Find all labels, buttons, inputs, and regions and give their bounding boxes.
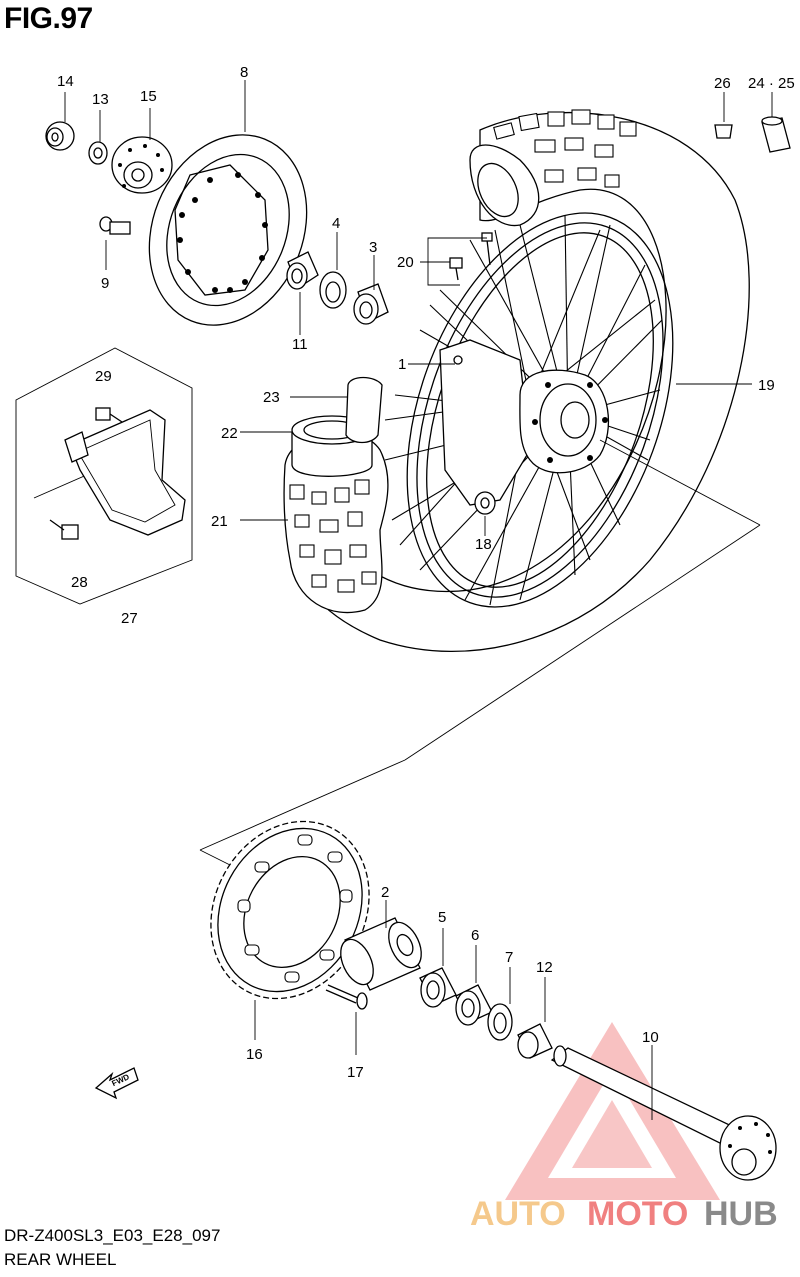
callout-labels: 14 13 15 8 9 4 3 11 26 24 · 25 20 1 19 2… — [57, 64, 795, 1081]
callout-13: 13 — [92, 91, 109, 108]
callout-10: 10 — [642, 1029, 659, 1046]
bolt-9 — [99, 216, 131, 270]
hub-flange-15 — [111, 108, 173, 194]
callout-18: 18 — [475, 536, 492, 553]
callout-21: 21 — [211, 513, 228, 530]
callout-20: 20 — [397, 254, 414, 271]
callout-28: 28 — [71, 574, 88, 591]
callout-22: 22 — [221, 425, 238, 442]
section-name: REAR WHEEL — [4, 1250, 117, 1269]
collar-12 — [517, 977, 553, 1059]
callout-9: 9 — [101, 275, 109, 292]
rim-band-23 — [290, 376, 383, 444]
callout-23: 23 — [263, 389, 280, 406]
callout-17: 17 — [347, 1064, 364, 1081]
chain-guard-box — [15, 347, 193, 605]
figure-title: FIG.97 — [4, 2, 93, 35]
forward-arrow-icon: FWD — [94, 1067, 139, 1100]
watermark-logo — [505, 1022, 720, 1200]
valve-cap-26 — [714, 92, 733, 139]
callout-26: 26 — [714, 75, 731, 92]
watermark-auto: AUTO — [470, 1195, 566, 1233]
rear-wheel-assembly — [284, 109, 752, 652]
watermark-moto: MOTO — [587, 1195, 688, 1233]
spacer-11 — [286, 251, 319, 335]
brake-disc-8 — [148, 80, 308, 326]
callout-7: 7 — [505, 949, 513, 966]
callout-2: 2 — [381, 884, 389, 901]
callout-11: 11 — [292, 336, 308, 353]
tire-tube-21 — [240, 431, 389, 614]
callout-27: 27 — [121, 610, 138, 627]
nut-14 — [45, 92, 75, 151]
callout-8: 8 — [240, 64, 248, 81]
washer-13 — [88, 110, 108, 165]
bearing-6 — [455, 945, 493, 1026]
model-code: DR-Z400SL3_E03_E28_097 — [4, 1226, 221, 1245]
callout-12: 12 — [536, 959, 553, 976]
bearing-3 — [353, 255, 389, 325]
sprocket-bolt-17 — [325, 984, 368, 1055]
callout-14: 14 — [57, 73, 74, 90]
oil-seal-4 — [319, 232, 347, 309]
rim-lock-24-25 — [761, 92, 791, 153]
axle-10 — [550, 1045, 777, 1181]
callout-24-25: 24 · 25 — [748, 75, 795, 92]
callout-6: 6 — [471, 927, 479, 944]
callout-5: 5 — [438, 909, 446, 926]
callout-1: 1 — [398, 356, 406, 373]
callout-16: 16 — [246, 1046, 263, 1063]
callout-19: 19 — [758, 377, 775, 394]
bearing-5 — [419, 928, 457, 1008]
spacer-2 — [340, 900, 422, 991]
callout-15: 15 — [140, 88, 157, 105]
watermark-hub: HUB — [704, 1195, 778, 1233]
callout-4: 4 — [332, 215, 340, 232]
watermark-text: AUTO MOTO HUB — [470, 1195, 778, 1233]
callout-3: 3 — [369, 239, 377, 256]
oil-seal-7 — [487, 967, 513, 1041]
assembly-lines — [199, 439, 761, 867]
callout-29: 29 — [95, 368, 112, 385]
